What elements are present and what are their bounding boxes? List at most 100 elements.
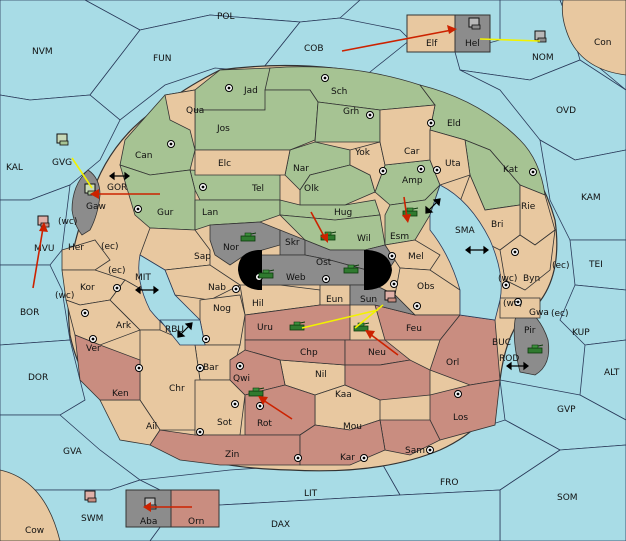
move-arrow bbox=[341, 29, 453, 52]
supply-center-dot bbox=[324, 277, 328, 281]
label-Olk: Olk bbox=[304, 184, 320, 194]
passage-Esm-SMA bbox=[425, 198, 441, 214]
fleet-unit-NOM[interactable] bbox=[534, 30, 547, 43]
province-Gwa[interactable] bbox=[499, 297, 541, 319]
label-Rie: Rie bbox=[521, 202, 536, 212]
label-Obs: Obs bbox=[417, 282, 435, 292]
label-Chp: Chp bbox=[300, 348, 318, 358]
sea-KAM[interactable] bbox=[539, 139, 626, 241]
sea-DOR[interactable] bbox=[0, 339, 86, 416]
tank-body-icon bbox=[248, 390, 264, 397]
label-Uru: Uru bbox=[257, 323, 273, 333]
passage-SMA bbox=[465, 245, 489, 255]
province-Ken[interactable] bbox=[74, 334, 141, 401]
army-unit-Ost[interactable] bbox=[343, 264, 360, 274]
tank-gun-icon bbox=[363, 322, 370, 325]
label-Skr: Skr bbox=[285, 238, 300, 248]
fleet-unit-SWM[interactable] bbox=[84, 490, 97, 503]
supply-center-dot bbox=[504, 283, 508, 287]
move-arrow bbox=[310, 211, 326, 239]
army-unit-Esm[interactable] bbox=[402, 207, 419, 217]
label-Sun: Sun bbox=[360, 295, 377, 305]
tank-gun-icon bbox=[353, 264, 360, 267]
fleet-unit-Sun[interactable] bbox=[384, 290, 397, 303]
sea-OVD[interactable] bbox=[459, 59, 626, 161]
tank-body-icon bbox=[240, 235, 256, 242]
label-FUN: FUN bbox=[153, 54, 172, 64]
tank-turret-icon bbox=[531, 344, 539, 349]
label-Web: Web bbox=[286, 273, 306, 283]
label-KAM: KAM bbox=[581, 193, 601, 203]
supply-center-dot bbox=[258, 404, 262, 408]
tank-gun-icon bbox=[268, 269, 275, 272]
sea-TEI[interactable] bbox=[569, 239, 626, 291]
sea-ALT[interactable] bbox=[579, 339, 626, 421]
army-unit-Neu[interactable] bbox=[353, 322, 370, 332]
label-BUC: BUC bbox=[492, 338, 511, 348]
gray-provinces bbox=[71, 169, 550, 376]
move-arrow bbox=[369, 333, 399, 356]
supply-center-dot bbox=[419, 167, 423, 171]
support-line bbox=[354, 304, 384, 329]
tank-gun-icon bbox=[299, 321, 306, 324]
army-unit-Nor[interactable] bbox=[240, 232, 257, 242]
province-Byn[interactable] bbox=[499, 229, 556, 291]
province-Con[interactable] bbox=[561, 0, 626, 76]
tank-body-icon bbox=[343, 267, 359, 274]
label-Lan: Lan bbox=[202, 208, 218, 218]
sea-BOR[interactable] bbox=[0, 264, 71, 346]
label-Chr: Chr bbox=[169, 384, 185, 394]
label-Mel: Mel bbox=[408, 252, 424, 262]
label-Wil: Wil bbox=[357, 234, 371, 244]
province-Kar[interactable] bbox=[299, 419, 386, 466]
label-Ost: Ost bbox=[316, 258, 332, 268]
supply-center-dot bbox=[83, 311, 87, 315]
supply-center-dot bbox=[198, 366, 202, 370]
label-Nil: Nil bbox=[315, 370, 327, 380]
army-unit-Pir[interactable] bbox=[527, 344, 544, 354]
province-Orn[interactable] bbox=[170, 489, 220, 528]
label-Hil: Hil bbox=[252, 299, 264, 309]
label-Gur: Gur bbox=[157, 208, 174, 218]
fleet-hull-icon bbox=[537, 37, 547, 43]
label-KUP: KUP bbox=[572, 328, 590, 338]
province-Pir[interactable] bbox=[513, 304, 550, 376]
label-KAL: KAL bbox=[6, 163, 23, 173]
label-NOM: NOM bbox=[532, 53, 554, 63]
label-Tel: Tel bbox=[251, 184, 264, 194]
tank-turret-icon bbox=[347, 264, 355, 269]
label-FRO: FRO bbox=[440, 478, 459, 488]
label-Qwi: Qwi bbox=[233, 374, 250, 384]
supply-center-dot bbox=[233, 402, 237, 406]
label-Byn: Byn bbox=[523, 274, 540, 284]
supply-center-dot bbox=[429, 121, 433, 125]
coast-tag: (ec) bbox=[551, 309, 569, 319]
province-Sot[interactable] bbox=[194, 379, 246, 436]
province-Kaa[interactable] bbox=[344, 359, 431, 401]
label-BOR: BOR bbox=[20, 308, 39, 318]
fleet-hull-icon bbox=[471, 24, 481, 30]
tank-body-icon bbox=[258, 272, 274, 279]
fleet-unit-GVG[interactable] bbox=[56, 133, 69, 146]
label-Ver: Ver bbox=[86, 344, 101, 354]
label-Bri: Bri bbox=[491, 220, 503, 230]
sea-SMA[interactable] bbox=[429, 184, 502, 321]
label-Esm: Esm bbox=[390, 232, 409, 242]
province-Elc[interactable] bbox=[194, 149, 291, 176]
supply-center-dot bbox=[296, 456, 300, 460]
label-Nor: Nor bbox=[223, 243, 239, 253]
order-arrowheads bbox=[39, 25, 457, 512]
province-Her[interactable] bbox=[61, 239, 111, 271]
fleet-unit-Hel[interactable] bbox=[468, 17, 481, 30]
supply-center-dot bbox=[368, 113, 372, 117]
label-GVG: GVG bbox=[52, 158, 72, 168]
label-Elf: Elf bbox=[426, 39, 438, 49]
move-arrow bbox=[32, 227, 44, 289]
label-Kat: Kat bbox=[503, 165, 518, 175]
province-Mel[interactable] bbox=[384, 239, 441, 271]
move-arrow bbox=[262, 399, 293, 420]
sea-DAX[interactable] bbox=[149, 489, 501, 541]
label-POL: POL bbox=[217, 12, 235, 22]
army-unit-Qwi[interactable] bbox=[248, 387, 265, 397]
army-unit-Web[interactable] bbox=[258, 269, 275, 279]
